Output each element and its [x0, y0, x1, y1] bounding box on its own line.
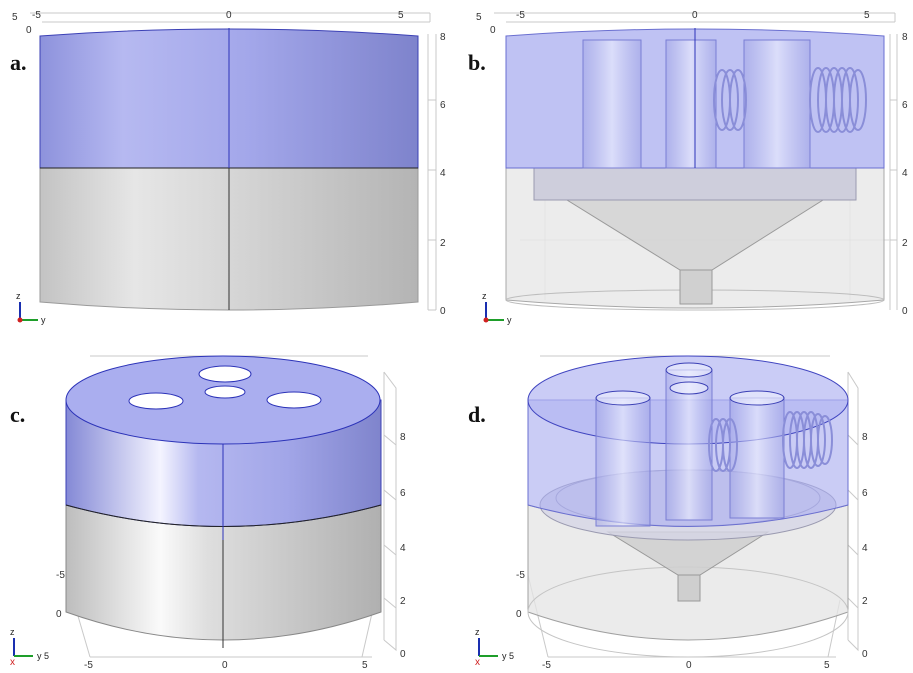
panel-d-tick-bottom: 5 [824, 660, 830, 671]
svg-text:x: x [10, 657, 15, 668]
panel-d-axis-triad: x z y 5 [475, 627, 514, 668]
panel-b-tick-right: 8 [902, 32, 908, 43]
panel-b-outlet-pipe [679, 269, 713, 305]
panel-d-coil-right [782, 411, 833, 469]
panel-b: 5 0 -5 0 5 8 6 4 2 0 [468, 10, 908, 325]
panel-d-tick-right: 2 [862, 596, 868, 607]
panel-c-hole [198, 365, 252, 383]
panel-d-tick-right: 6 [862, 488, 868, 499]
panel-a-tick-right: 0 [440, 306, 446, 317]
panel-b-axis-y-label: y [507, 315, 512, 325]
panel-b-tick-top: 5 [476, 12, 482, 23]
panel-b-tick-top: -5 [516, 10, 525, 21]
panel-d-tick-right: 0 [862, 649, 868, 660]
panel-a-tick-top: 5 [12, 12, 18, 23]
panel-a-tick-top: 0 [226, 10, 232, 21]
panel-c-hole [204, 385, 246, 399]
svg-text:x: x [475, 657, 480, 668]
panel-b-tick-right: 2 [902, 238, 908, 249]
panel-b-coil-right [809, 67, 867, 133]
panel-d-tick-bottom: -5 [542, 660, 551, 671]
panel-d-tick-right: 8 [862, 432, 868, 443]
panel-a-tick-right: 4 [440, 168, 446, 179]
panel-a-tick-right: 2 [440, 238, 446, 249]
panel-c-axis-y-label: y 5 [37, 651, 49, 661]
panel-a-axis-z-label: z [16, 291, 21, 301]
panel-a-axis-frame [30, 12, 437, 311]
panel-c-tick-bottom: -5 [84, 660, 93, 671]
panel-c-hole [266, 391, 322, 409]
panel-a-tick-top: -5 [32, 10, 41, 21]
panel-b-tick-right: 6 [902, 100, 908, 111]
panel-c-tick-bottom: 5 [362, 660, 368, 671]
panel-b-tick-right: 4 [902, 168, 908, 179]
panel-d-axis-z-label: z [475, 627, 480, 637]
panel-c-tick-left: 0 [56, 609, 62, 620]
panel-d-axis-y-label: y 5 [502, 651, 514, 661]
panel-d-tube [595, 397, 651, 527]
panel-d-tick-left: -5 [516, 570, 525, 581]
panel-a-tick-top: 0 [26, 25, 32, 36]
panel-b-axis-triad: z y [482, 291, 512, 325]
panel-b-tray-rim [533, 167, 857, 201]
panel-c-tick-bottom: 0 [222, 660, 228, 671]
panel-c-tick-right: 8 [400, 432, 406, 443]
panel-d-outlet-pipe [677, 574, 701, 602]
panel-a: 5 0 -5 0 5 8 6 4 2 0 a. z y [10, 10, 446, 325]
panel-a-axis-y-label: y [41, 315, 46, 325]
panel-a-tick-top: 5 [398, 10, 404, 21]
panel-b-tick-right: 0 [902, 306, 908, 317]
panel-a-label: a. [10, 50, 27, 75]
panel-b-coil-left [713, 69, 747, 131]
panel-a-axis-triad: z y [16, 291, 46, 325]
panel-d: 8 6 4 2 0 -5 0 -5 0 5 [468, 355, 868, 671]
panel-b-tube [743, 39, 811, 169]
panel-c: 8 6 4 2 0 -5 0 -5 0 5 c. x z y 5 [10, 355, 406, 671]
panel-b-axis-z-label: z [482, 291, 487, 301]
panel-d-label: d. [468, 402, 486, 427]
panel-c-hole [128, 392, 184, 410]
panel-a-tick-right: 8 [440, 32, 446, 43]
panel-b-tick-top: 0 [490, 25, 496, 36]
panel-c-tick-right: 0 [400, 649, 406, 660]
panel-c-axis-triad: x z y 5 [10, 627, 49, 668]
panel-d-tick-bottom: 0 [686, 660, 692, 671]
panel-b-tube [582, 39, 642, 169]
panel-c-tick-right: 6 [400, 488, 406, 499]
panel-d-tube [729, 397, 785, 519]
panel-b-tick-top: 0 [692, 10, 698, 21]
panel-c-tick-right: 4 [400, 543, 406, 554]
panel-b-tube [665, 39, 717, 169]
panel-b-label: b. [468, 50, 486, 75]
panel-c-tick-left: -5 [56, 570, 65, 581]
panel-c-axis-z-label: z [10, 627, 15, 637]
panel-b-tick-top: 5 [864, 10, 870, 21]
panel-d-coil-left [708, 418, 738, 472]
panel-d-tick-right: 4 [862, 543, 868, 554]
panel-c-label: c. [10, 402, 25, 427]
panel-a-tick-right: 6 [440, 100, 446, 111]
panel-c-tick-right: 2 [400, 596, 406, 607]
panel-d-tick-left: 0 [516, 609, 522, 620]
